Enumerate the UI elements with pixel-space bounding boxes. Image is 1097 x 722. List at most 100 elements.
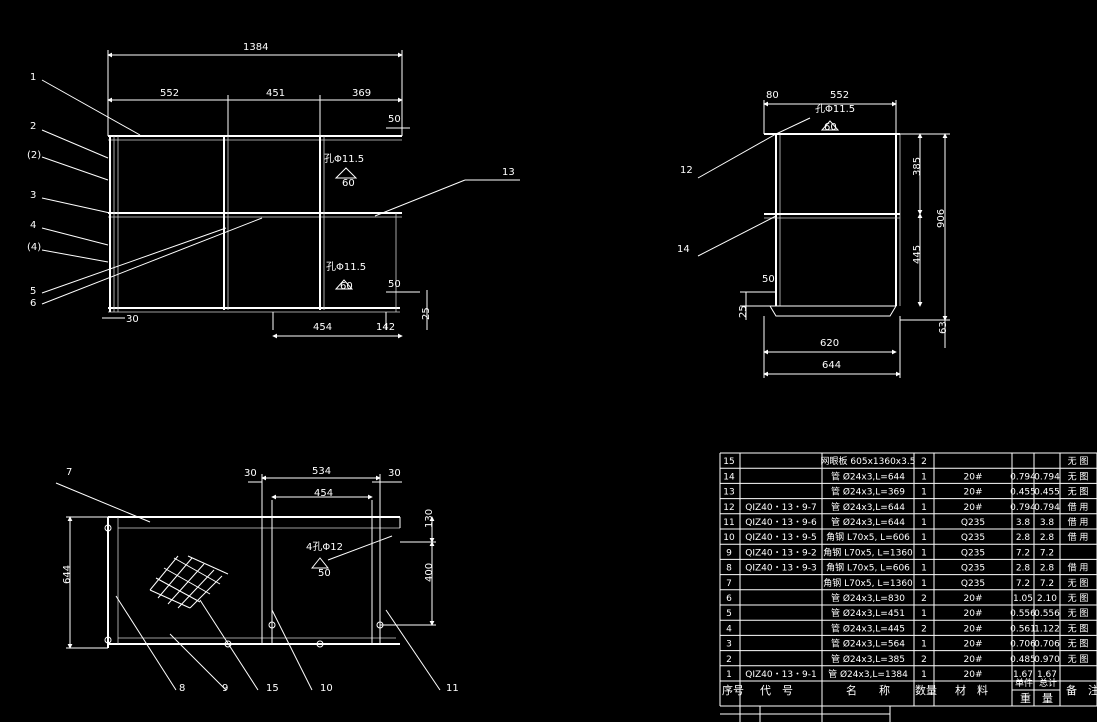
bom-cell-remark: 无 图 bbox=[1068, 654, 1089, 665]
callout-2b: (2) bbox=[27, 150, 41, 161]
bom-cell-name: 管 Ø24x3,L=644 bbox=[831, 501, 905, 513]
bom-cell-mat: 20# bbox=[964, 624, 983, 634]
callout-1: 1 bbox=[30, 72, 36, 83]
dim-451: 451 bbox=[266, 88, 285, 99]
bom-cell-unit: 2.8 bbox=[1016, 533, 1031, 543]
bom-cell-name: 角钢 L70x5, L=1360 bbox=[823, 546, 913, 558]
bom-cell-name: 管 Ø24x3,L=830 bbox=[831, 592, 905, 604]
note-hole-top-n: 60 bbox=[342, 178, 355, 189]
callout-4b: (4) bbox=[27, 242, 41, 253]
bom-cell-unit: 0.556 bbox=[1010, 609, 1036, 619]
bom-header-remark: 备 注 bbox=[1066, 683, 1097, 697]
dim-80: 80 bbox=[766, 90, 779, 101]
bom-cell-name: 管 Ø24x3,L=1384 bbox=[828, 668, 908, 680]
bom-cell-qty: 1 bbox=[921, 640, 927, 650]
plan-frame bbox=[104, 500, 401, 648]
bom-cell-unit: 7.2 bbox=[1016, 579, 1030, 589]
bom-cell-name: 管 Ø24x3,L=369 bbox=[831, 486, 905, 498]
dim-142: 142 bbox=[376, 322, 395, 333]
bom-cell-no: 8 bbox=[726, 564, 732, 574]
bom-cell-total: 1.67 bbox=[1037, 670, 1057, 680]
note-4-holes: 4孔Φ12 bbox=[306, 541, 343, 553]
callout-7: 7 bbox=[66, 467, 72, 478]
dim-130: 130 bbox=[424, 509, 435, 528]
callout-4: 4 bbox=[30, 220, 36, 231]
bom-cell-mat: 20# bbox=[964, 670, 983, 680]
bom-cell-name: 管 Ø24x3,L=564 bbox=[831, 638, 905, 650]
bom-cell-qty: 2 bbox=[921, 594, 927, 604]
bom-cell-qty: 1 bbox=[921, 670, 927, 680]
bom-cell-unit: 0.706 bbox=[1010, 640, 1036, 650]
bom-header: 序号 代 号 名 称 数量 材 料 单件 总计 重 量 备 注 bbox=[722, 677, 1097, 705]
bom-cell-name: 管 Ø24x3,L=445 bbox=[831, 622, 905, 634]
bom-cell-no: 10 bbox=[723, 533, 735, 543]
bom-cell-remark: 借 用 bbox=[1068, 562, 1089, 574]
note-hole-bot-n: 60 bbox=[340, 281, 353, 292]
bom-cell-remark: 无 图 bbox=[1068, 471, 1089, 482]
bom-cell-mat: 20# bbox=[964, 503, 983, 513]
bom-cell-remark: 无 图 bbox=[1068, 578, 1089, 589]
bom-cell-code: QIZ40・13・9-7 bbox=[745, 503, 817, 513]
callout-12: 12 bbox=[680, 165, 693, 176]
bom-header-unit: 单件 bbox=[1015, 677, 1033, 689]
bom-cell-qty: 1 bbox=[921, 472, 927, 482]
note-hole-bot: 孔Φ11.5 bbox=[326, 261, 366, 273]
note-hole-top: 孔Φ11.5 bbox=[324, 153, 364, 165]
dim-50-bot: 50 bbox=[388, 279, 401, 290]
bom-cell-total: 0.556 bbox=[1034, 609, 1060, 619]
bom-cell-remark: 无 图 bbox=[1068, 593, 1089, 604]
dim-63: 63 bbox=[938, 321, 949, 334]
bom-cell-total: 2.8 bbox=[1040, 533, 1055, 543]
bom-cell-remark: 无 图 bbox=[1068, 639, 1089, 650]
bom-cell-total: 7.2 bbox=[1040, 579, 1054, 589]
bom-header-weight: 重 量 bbox=[1020, 691, 1053, 705]
bom-cell-no: 14 bbox=[723, 472, 735, 482]
bom-cell-unit: 3.8 bbox=[1016, 518, 1031, 528]
bom-cell-remark: 无 图 bbox=[1068, 608, 1089, 619]
note-4-holes-n: 50 bbox=[318, 568, 331, 579]
bom-cell-remark: 无 图 bbox=[1068, 623, 1089, 634]
bom-cell-mat: 20# bbox=[964, 640, 983, 650]
callout-9: 9 bbox=[222, 683, 228, 694]
bom-cell-name: 管 Ø24x3,L=644 bbox=[831, 470, 905, 482]
bom-cell-unit: 1.05 bbox=[1013, 594, 1033, 604]
bom-cell-mat: 20# bbox=[964, 594, 983, 604]
bom-cell-mat: Q235 bbox=[961, 579, 985, 589]
bom-cell-no: 3 bbox=[726, 640, 732, 650]
bom-cell-unit: 0.561 bbox=[1010, 624, 1036, 634]
bom-cell-total: 1.122 bbox=[1034, 624, 1060, 634]
bom-cell-mat: 20# bbox=[964, 655, 983, 665]
bom-cell-unit: 2.8 bbox=[1016, 564, 1031, 574]
bom-cell-name: 管 Ø24x3,L=644 bbox=[831, 516, 905, 528]
dim-534: 534 bbox=[312, 466, 331, 477]
bom-cell-code: QIZ40・13・9-5 bbox=[745, 533, 817, 543]
side-view: 80 552 385 445 906 50 25 620 644 63 孔Φ11… bbox=[677, 90, 950, 378]
dim-30-left: 30 bbox=[244, 468, 257, 479]
dim-25: 25 bbox=[738, 305, 749, 318]
bom-cell-no: 2 bbox=[726, 655, 732, 665]
mesh-hatch bbox=[149, 555, 229, 609]
bom-header-name: 名 称 bbox=[846, 683, 890, 697]
bom-cell-total: 0.970 bbox=[1034, 655, 1060, 665]
bom-cell-qty: 1 bbox=[921, 533, 927, 543]
bom-cell-no: 11 bbox=[723, 518, 734, 528]
callout-14: 14 bbox=[677, 244, 690, 255]
bom-cell-no: 5 bbox=[726, 609, 732, 619]
bom-cell-qty: 1 bbox=[921, 518, 927, 528]
bom-cell-remark: 无 图 bbox=[1068, 456, 1089, 467]
side-frame bbox=[764, 133, 901, 317]
bom-cell-unit: 1.67 bbox=[1013, 670, 1033, 680]
bom-cell-no: 9 bbox=[726, 548, 732, 558]
bom-cell-mat: Q235 bbox=[961, 533, 985, 543]
bom-cell-mat: Q235 bbox=[961, 564, 985, 574]
callout-13: 13 bbox=[502, 167, 515, 178]
bom-cell-qty: 2 bbox=[921, 655, 927, 665]
dim-552: 552 bbox=[830, 90, 849, 101]
